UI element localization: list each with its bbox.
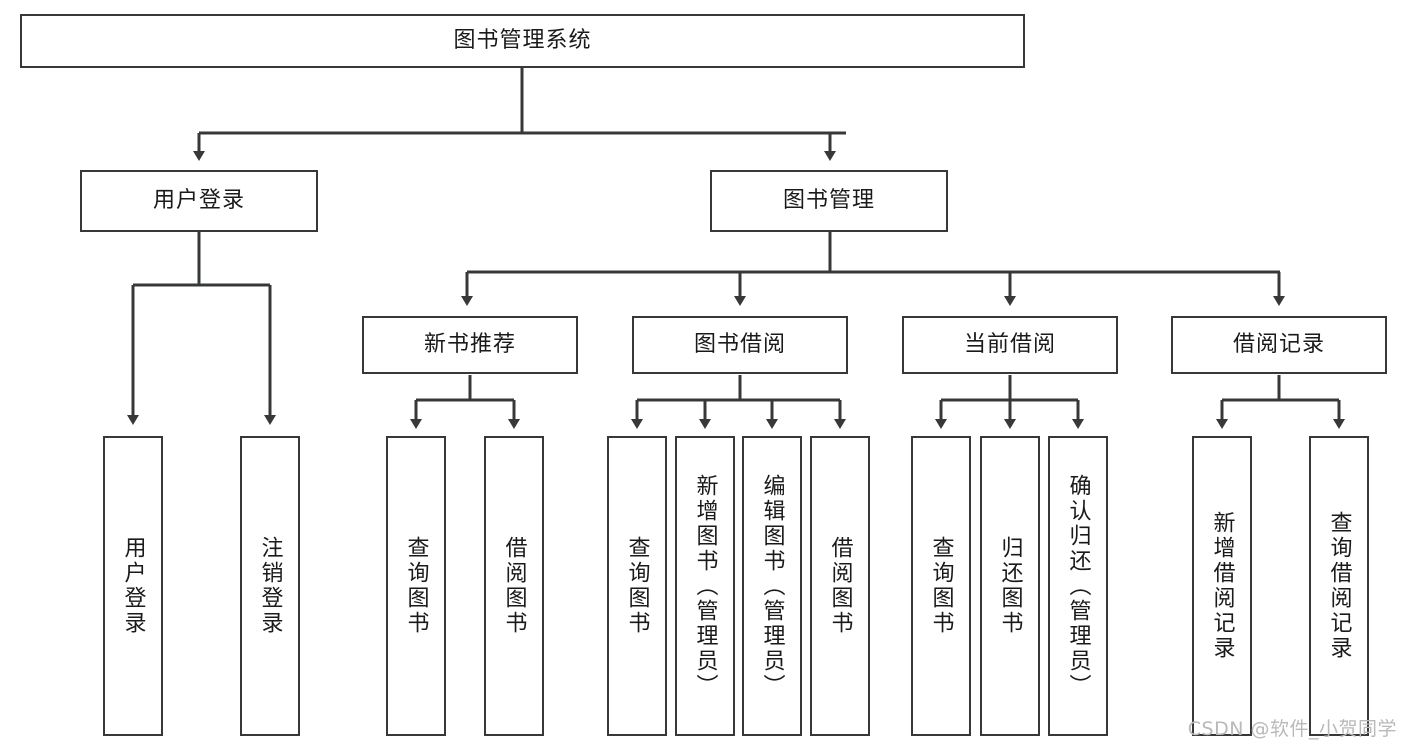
- node-label: 借阅图书: [501, 536, 527, 636]
- watermark: CSDN @软件_小贺同学: [1187, 718, 1397, 740]
- node-label: 确认归还（管理员）: [1065, 473, 1091, 699]
- node-borrow-record[interactable]: 借阅记录: [1171, 316, 1387, 374]
- node-leaf-query-book-current[interactable]: 查询图书: [911, 436, 971, 736]
- node-label: 新书推荐: [423, 331, 516, 357]
- node-leaf-confirm-return[interactable]: 确认归还（管理员）: [1048, 436, 1108, 736]
- node-leaf-user-login[interactable]: 用户登录: [103, 436, 163, 736]
- node-label: 用户登录: [152, 187, 245, 213]
- node-new-book-recommend[interactable]: 新书推荐: [362, 316, 578, 374]
- node-leaf-query-book-borrow[interactable]: 查询图书: [607, 436, 667, 736]
- node-leaf-borrow-book[interactable]: 借阅图书: [810, 436, 870, 736]
- node-leaf-add-borrow-record[interactable]: 新增借阅记录: [1192, 436, 1252, 736]
- node-leaf-query-borrow-record[interactable]: 查询借阅记录: [1309, 436, 1369, 736]
- node-label: 查询图书: [928, 536, 954, 636]
- node-label: 图书借阅: [693, 331, 786, 357]
- node-leaf-query-book-recommend[interactable]: 查询图书: [386, 436, 446, 736]
- node-current-borrow[interactable]: 当前借阅: [902, 316, 1118, 374]
- node-leaf-borrow-book-recommend[interactable]: 借阅图书: [484, 436, 544, 736]
- node-label: 借阅记录: [1232, 331, 1325, 357]
- node-book-management-system[interactable]: 图书管理系统: [20, 14, 1025, 68]
- node-label: 新增借阅记录: [1209, 511, 1235, 661]
- node-label: 当前借阅: [963, 331, 1056, 357]
- node-user-login[interactable]: 用户登录: [80, 170, 318, 232]
- node-book-borrow[interactable]: 图书借阅: [632, 316, 848, 374]
- node-label: 查询图书: [624, 536, 650, 636]
- node-book-management[interactable]: 图书管理: [710, 170, 948, 232]
- node-leaf-user-logout[interactable]: 注销登录: [240, 436, 300, 736]
- node-label: 图书管理系统: [453, 27, 592, 53]
- node-label: 注销登录: [257, 536, 283, 636]
- node-leaf-add-book[interactable]: 新增图书（管理员）: [675, 436, 735, 736]
- node-label: 新增图书（管理员）: [692, 473, 718, 699]
- node-leaf-return-book[interactable]: 归还图书: [980, 436, 1040, 736]
- node-label: 借阅图书: [827, 536, 853, 636]
- node-label: 图书管理: [782, 187, 875, 213]
- node-label: 编辑图书（管理员）: [759, 473, 785, 699]
- node-label: 查询借阅记录: [1326, 511, 1352, 661]
- node-label: 归还图书: [997, 536, 1023, 636]
- node-leaf-edit-book[interactable]: 编辑图书（管理员）: [742, 436, 802, 736]
- node-label: 查询图书: [403, 536, 429, 636]
- node-label: 用户登录: [120, 536, 146, 636]
